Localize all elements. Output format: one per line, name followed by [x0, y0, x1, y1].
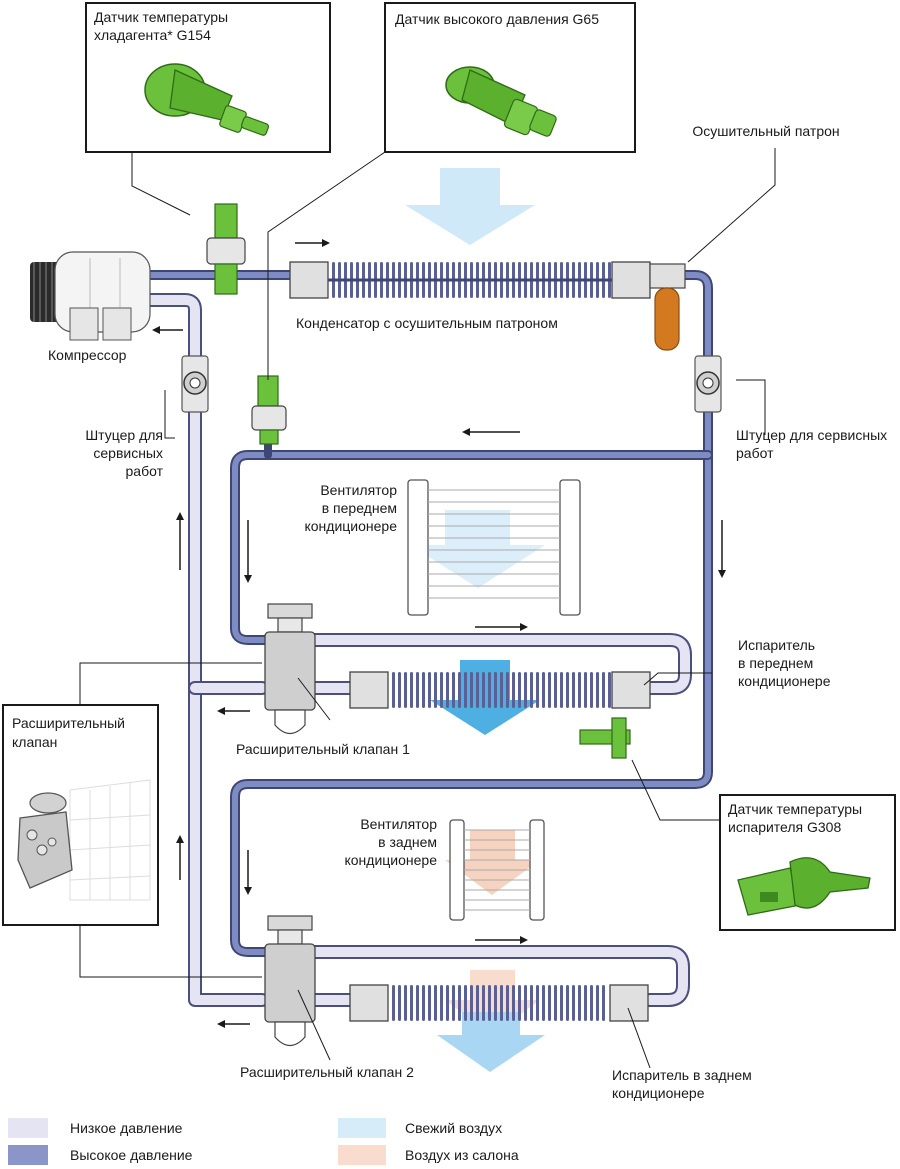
label-fan-front: Вентилятор — [320, 482, 397, 498]
legend-item: Свежий воздух — [338, 1118, 502, 1138]
legend-item: Низкое давление — [8, 1118, 183, 1138]
sensor-icon — [579, 717, 631, 759]
label-service-port-left: работ — [126, 463, 164, 479]
flow-arrow-icon — [217, 1020, 250, 1028]
expansion-valve-icon — [264, 603, 316, 735]
label-evaporator-front: Испаритель — [738, 637, 815, 653]
air-flow-arrows — [405, 168, 545, 1072]
callout-box-g308: Датчик температуры испарителя G308 — [719, 794, 896, 931]
flow-arrow-icon — [295, 239, 330, 247]
fresh-air-arrow-rear-evap — [437, 1012, 545, 1072]
label-service-port-left: Штуцер для — [85, 427, 163, 443]
sensor-icon — [144, 63, 270, 136]
label-fan-rear: кондиционере — [344, 852, 437, 868]
pipes — [143, 270, 713, 1007]
legend-swatch — [8, 1118, 48, 1138]
evaporator-coil-icon — [349, 984, 649, 1022]
low-pressure-pipes — [143, 293, 692, 1007]
sensor-icon — [206, 203, 246, 295]
sensor-icon — [737, 857, 871, 916]
label-condenser: Конденсатор с осушительным патроном — [296, 315, 558, 331]
flow-arrow-icon — [217, 707, 250, 715]
label-evaporator-rear: Испаритель в заднем — [612, 1067, 752, 1083]
label-dryer: Осушительный патрон — [692, 123, 839, 139]
fresh-air-arrow-top — [405, 168, 535, 245]
label-service-port-right: работ — [736, 445, 774, 461]
component-labels: Осушительный патрон Конденсатор с осушит… — [48, 123, 887, 1101]
compressor-icon — [30, 251, 151, 341]
flow-arrow-icon — [244, 850, 252, 895]
flow-arrow-icon — [475, 936, 528, 944]
legend-item: Воздух из салона — [338, 1145, 519, 1165]
sensor-icon — [251, 375, 287, 445]
label-evaporator-rear: кондиционере — [612, 1085, 705, 1101]
callout-box-g65: Датчик высокого давления G65 — [384, 2, 636, 153]
callout-title: хладагента* G154 — [94, 27, 211, 43]
flow-arrow-icon — [176, 835, 184, 880]
legend-label: Воздух из салона — [405, 1147, 519, 1163]
label-fan-front: кондиционере — [304, 518, 397, 534]
legend-label: Высокое давление — [70, 1147, 193, 1163]
condenser-coil-icon — [289, 261, 651, 299]
callout-title: Датчик температуры — [728, 801, 862, 817]
label-fan-rear: Вентилятор — [360, 816, 437, 832]
evaporator-coil-icon — [349, 671, 651, 709]
flow-arrow-icon — [475, 623, 528, 631]
label-compressor: Компрессор — [48, 347, 127, 363]
label-evaporator-front: кондиционере — [738, 673, 831, 689]
label-expansion-valve-2: Расширительный клапан 2 — [240, 1064, 414, 1080]
flow-arrow-icon — [152, 326, 183, 334]
fresh-air-arrow-front-fan — [410, 510, 545, 588]
legend-swatch — [8, 1145, 48, 1165]
label-evaporator-front: в переднем — [738, 655, 813, 671]
flow-arrow-icon — [462, 428, 520, 436]
callout-title: клапан — [12, 734, 57, 750]
callout-box-g154: Датчик температуры хладагента* G154 — [85, 2, 331, 153]
sensor-icon — [445, 66, 557, 137]
legend-label: Низкое давление — [70, 1120, 183, 1136]
label-service-port-left: сервисных — [93, 445, 163, 461]
label-service-port-right: Штуцер для сервисных — [736, 427, 887, 443]
flow-arrows — [152, 239, 726, 1028]
flow-arrow-icon — [244, 520, 252, 583]
callout-title: Датчик температуры — [94, 9, 228, 25]
service-port-icon — [694, 355, 722, 413]
legend-swatch — [338, 1118, 386, 1138]
dryer-cartridge-icon — [649, 263, 686, 351]
cabin-air-arrow-rear-fan — [445, 830, 540, 895]
flow-arrow-icon — [718, 520, 726, 578]
legend-label: Свежий воздух — [405, 1120, 502, 1136]
callout-title: испарителя G308 — [728, 819, 841, 835]
legend-item: Высокое давление — [8, 1145, 193, 1165]
callout-title: Расширительный — [12, 715, 125, 731]
callout-box-expansion-valve: Расширительный клапан — [2, 704, 159, 926]
expansion-valve-icon — [17, 779, 151, 901]
fan-grille-icon — [407, 479, 581, 616]
high-pressure-pipes — [145, 270, 713, 957]
cabin-air-arrow-rear-evap — [445, 970, 540, 1035]
label-fan-rear: в заднем — [378, 834, 437, 850]
service-port-icon — [181, 355, 209, 413]
callout-title: Датчик высокого давления G65 — [395, 11, 599, 27]
legend-swatch — [338, 1145, 386, 1165]
expansion-valve-icon — [264, 915, 316, 1047]
leader-lines — [79, 148, 776, 1069]
label-fan-front: в переднем — [322, 500, 397, 516]
flow-arrow-icon — [176, 512, 184, 570]
label-expansion-valve-1: Расширительный клапан 1 — [236, 741, 410, 757]
legend: Низкое давление Высокое давление Свежий … — [8, 1118, 519, 1165]
fan-grille-icon — [449, 819, 545, 921]
